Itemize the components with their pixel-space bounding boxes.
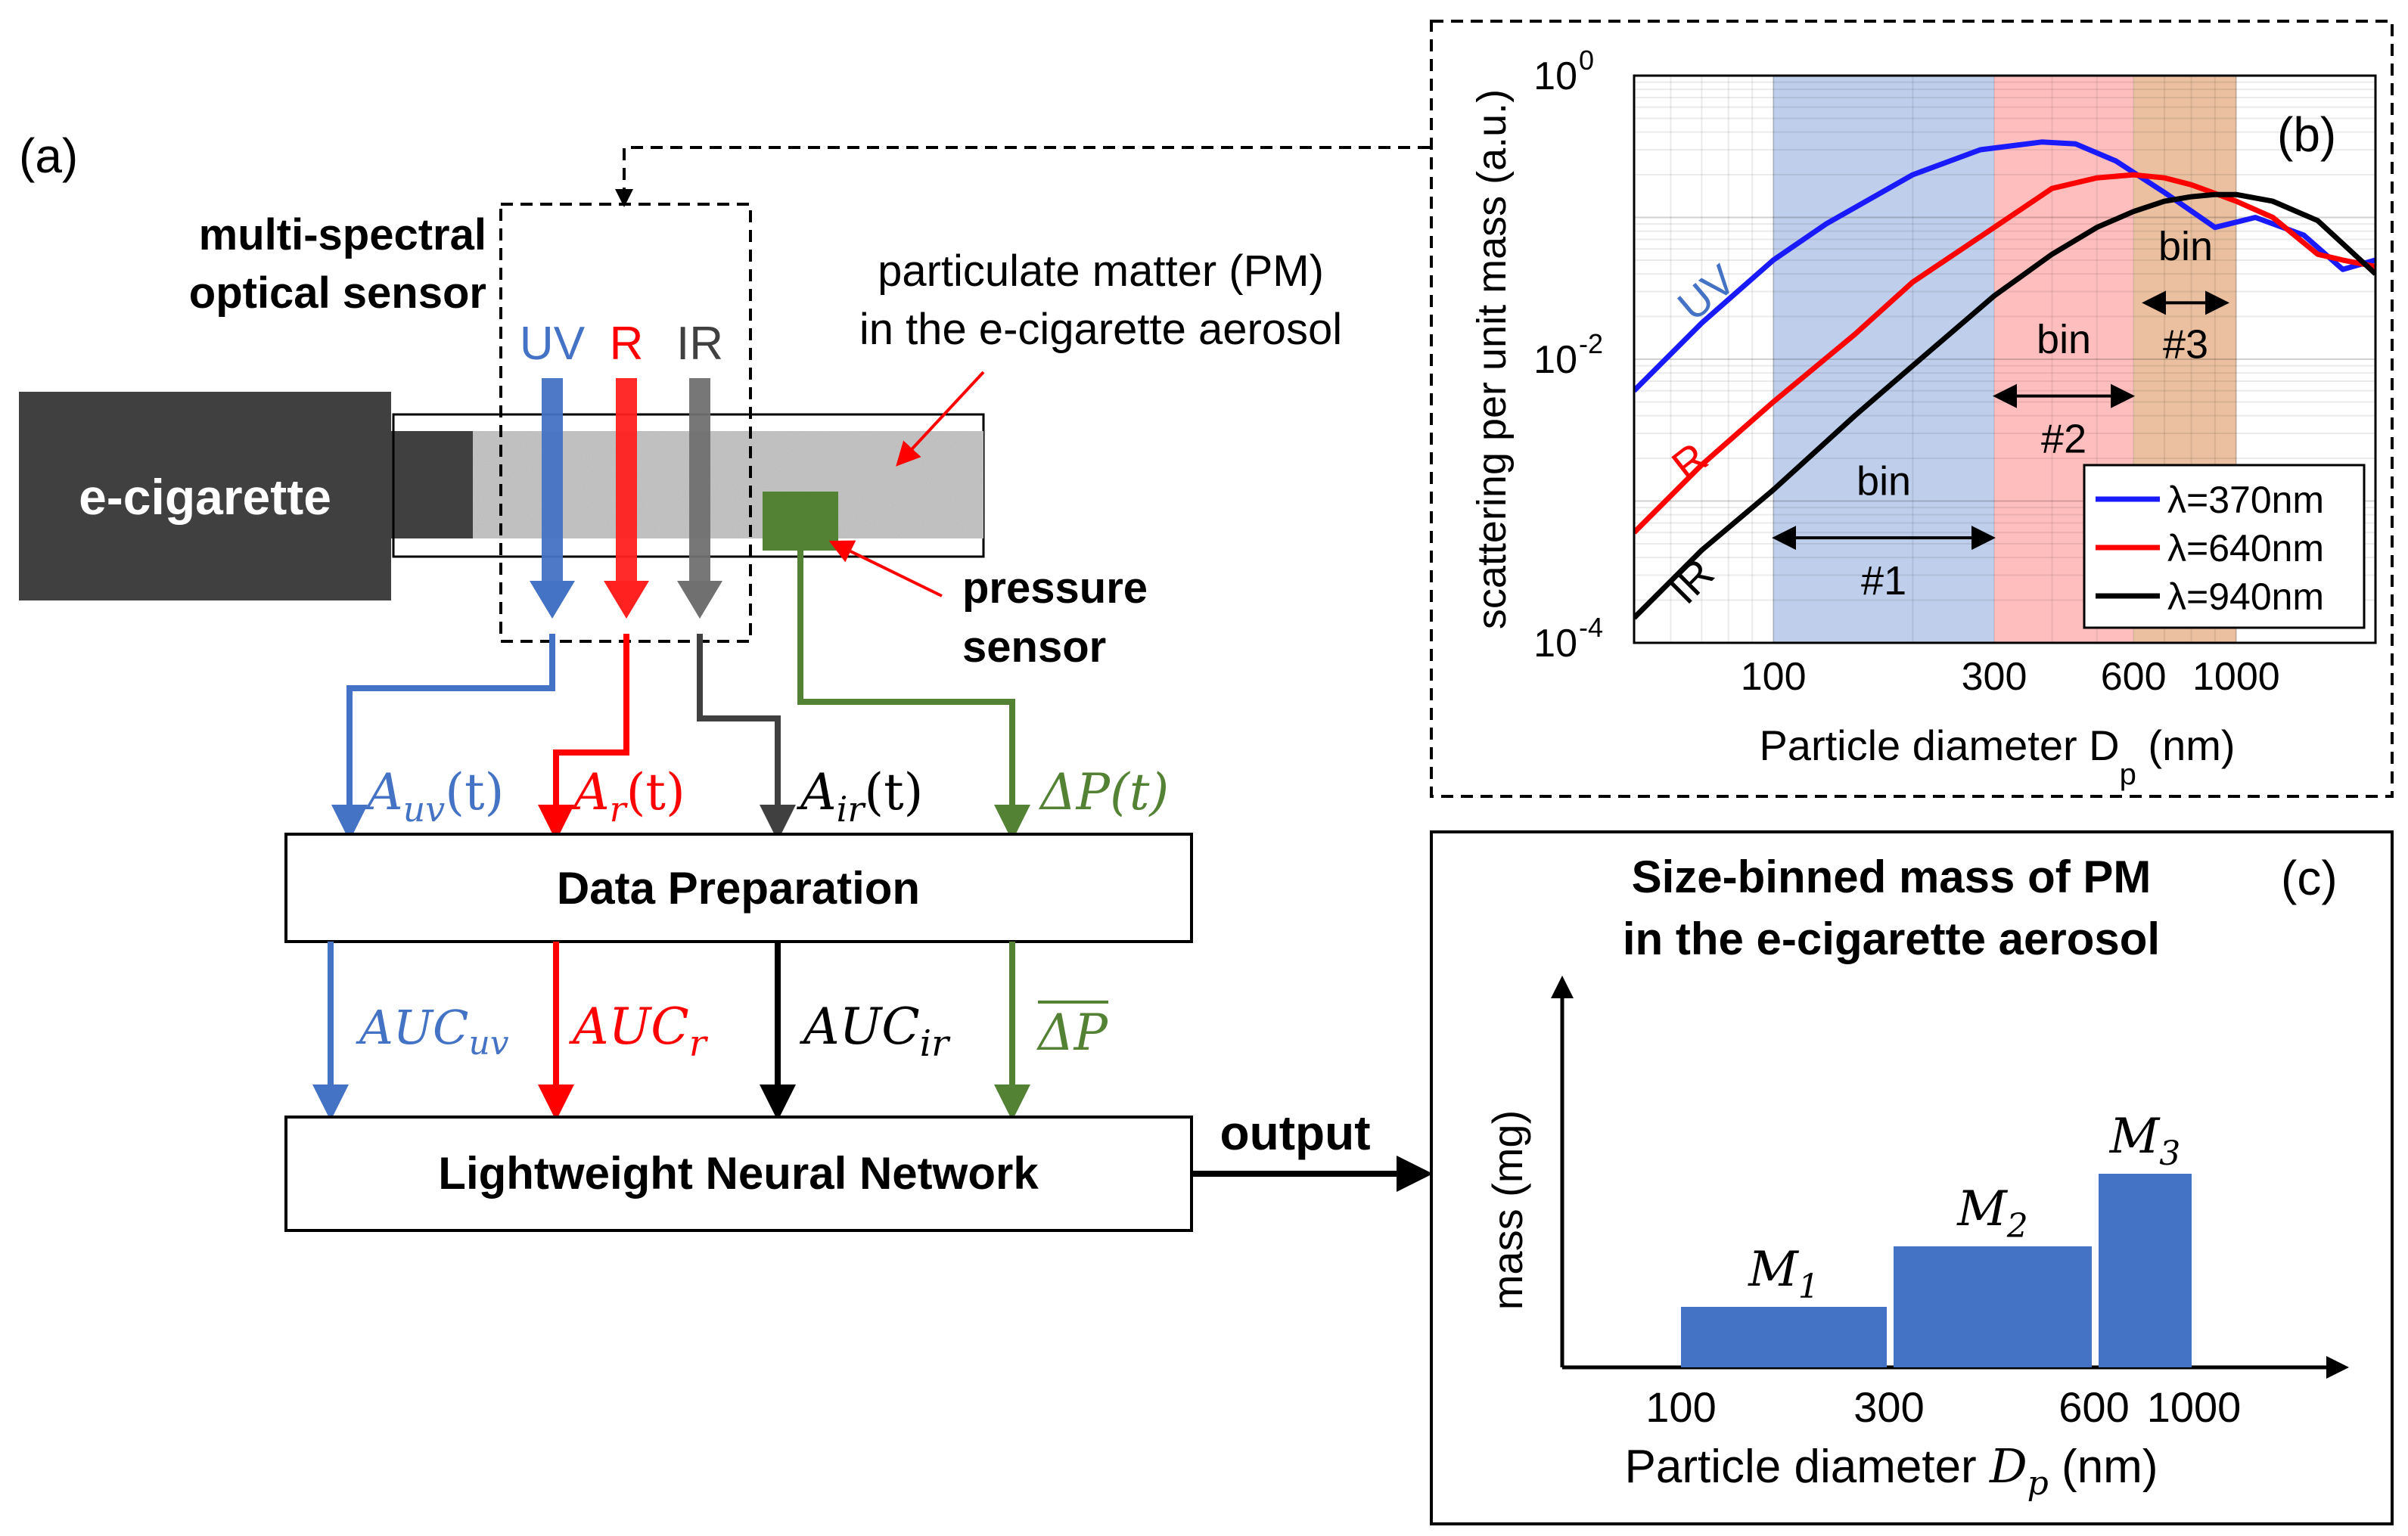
sensor-label-line1: multi-spectral bbox=[199, 210, 486, 259]
sig-r-label: Ar(t) bbox=[569, 763, 685, 830]
pressure-label-line2: sensor bbox=[962, 622, 1106, 672]
b-xtick-100: 100 bbox=[1741, 655, 1807, 699]
uv-signal-line bbox=[331, 634, 555, 841]
curve-label-uv: UV bbox=[1669, 255, 1745, 330]
bin-label-bottom-3: #3 bbox=[2163, 322, 2208, 368]
panel-b-label: (b) bbox=[2277, 107, 2336, 162]
ecig-body bbox=[19, 392, 391, 600]
b-ylabel: scattering per unit mass (a.u.) bbox=[1469, 89, 1515, 629]
pressure-label-line1: pressure bbox=[962, 563, 1148, 613]
b-axes-box bbox=[1633, 74, 2377, 644]
auc-uv-label: AUCuv bbox=[356, 1000, 509, 1063]
panel-a: (a) multi-spectral optical sensor e-ciga… bbox=[19, 129, 1433, 1232]
pressure-pointer bbox=[828, 540, 943, 597]
r-beam-arrow bbox=[604, 378, 649, 619]
bar-m1 bbox=[1681, 1307, 1887, 1367]
ecig-mouthpiece bbox=[391, 431, 473, 538]
b-legend: λ=370nm λ=640nm λ=940nm bbox=[2083, 464, 2366, 629]
panel-a-label: (a) bbox=[19, 129, 78, 183]
curves bbox=[1634, 139, 2375, 620]
c-xtick-300: 300 bbox=[1853, 1383, 1924, 1431]
nn-label: Lightweight Neural Network bbox=[438, 1148, 1039, 1199]
c-xtick-600: 600 bbox=[2058, 1383, 2129, 1431]
bar-label-m1: M1 bbox=[1748, 1242, 1819, 1306]
c-title-line2: in the e-cigarette aerosol bbox=[1623, 914, 2160, 964]
pressure-sensor bbox=[763, 492, 838, 551]
nn-box bbox=[284, 1116, 1193, 1232]
b-xlabel: Particle diameter Dp (nm) bbox=[1759, 721, 2235, 791]
b-xtick-1000: 1000 bbox=[2192, 655, 2280, 699]
panel-c: Size-binned mass of PM in the e-cigarett… bbox=[1430, 830, 2394, 1525]
sig-ir-label: Air(t) bbox=[796, 763, 923, 830]
pm-label-line2: in the e-cigarette aerosol bbox=[859, 305, 1342, 354]
b-ytick--4: 10 bbox=[1533, 622, 1577, 666]
bar-m2 bbox=[1894, 1246, 2092, 1367]
curve-label-ir: IR bbox=[1659, 549, 1723, 613]
b-ytick-exp--4: -4 bbox=[1579, 612, 1603, 643]
b-xtick-600: 600 bbox=[2101, 655, 2167, 699]
sig-uv-label: Auv(t) bbox=[362, 763, 504, 830]
c-xtick-100: 100 bbox=[1645, 1383, 1716, 1431]
r-label: R bbox=[610, 318, 644, 370]
ir-label: IR bbox=[676, 318, 723, 370]
bar-label-m3: M3 bbox=[2109, 1109, 2181, 1173]
dashed-connector bbox=[615, 146, 1430, 207]
b-ytick-0: 10 bbox=[1533, 54, 1577, 98]
sig-p-label: ΔP(t) bbox=[1038, 763, 1169, 821]
curve-ir bbox=[1634, 191, 2375, 620]
c-title-line1: Size-binned mass of PM bbox=[1632, 852, 2152, 902]
bin-label-top-2: bin bbox=[2037, 317, 2091, 362]
panel-c-border bbox=[1430, 830, 2394, 1525]
b-xtick-300: 300 bbox=[1962, 655, 2027, 699]
pm-label-line1: particulate matter (PM) bbox=[878, 247, 1324, 296]
pm-pointer bbox=[896, 371, 985, 467]
uv-label: UV bbox=[520, 318, 586, 370]
legend-label-3: λ=940nm bbox=[2167, 576, 2324, 618]
ecig-label: e-cigarette bbox=[79, 469, 331, 525]
legend-label-1: λ=370nm bbox=[2167, 479, 2324, 521]
mass-bar-chart: M1 M2 M3 100 300 600 1000 bbox=[1551, 976, 2349, 1431]
legend-label-2: λ=640nm bbox=[2167, 527, 2324, 569]
c-xtick-1000: 1000 bbox=[2147, 1383, 2242, 1431]
curve-r bbox=[1634, 172, 2375, 535]
ir-signal-line bbox=[697, 634, 796, 841]
bin-label-top-1: bin bbox=[1856, 459, 1911, 504]
sensor-label-line2: optical sensor bbox=[189, 268, 486, 318]
b-ytick--2: 10 bbox=[1533, 338, 1577, 382]
auc-r-label: AUCr bbox=[568, 998, 709, 1065]
bar-m3 bbox=[2099, 1174, 2192, 1367]
c-xlabel: Particle diameter Dp (nm) bbox=[1625, 1438, 2158, 1503]
data-prep-label: Data Preparation bbox=[557, 863, 920, 914]
bin-label-top-3: bin bbox=[2158, 224, 2213, 269]
ir-beam-arrow bbox=[677, 378, 722, 619]
uv-beam-arrow bbox=[530, 378, 575, 619]
bin-label-bottom-1: #1 bbox=[1861, 558, 1906, 604]
panel-c-label: (c) bbox=[2281, 851, 2338, 905]
bar-label-m2: M2 bbox=[1956, 1181, 2028, 1246]
c-ylabel: mass (mg) bbox=[1484, 1110, 1531, 1310]
output-label: output bbox=[1220, 1106, 1371, 1160]
r-signal-line bbox=[538, 634, 629, 841]
b-ytick-exp-0: 0 bbox=[1579, 45, 1594, 76]
auc-ir-label: AUCir bbox=[799, 998, 951, 1065]
data-prep-box bbox=[284, 833, 1193, 943]
p-bar-label: ΔP bbox=[1036, 1004, 1109, 1062]
p-signal-line bbox=[797, 551, 1030, 841]
panel-b-border bbox=[1430, 20, 2394, 798]
bin-label-bottom-2: #2 bbox=[2041, 417, 2086, 462]
b-ytick-exp--2: -2 bbox=[1579, 328, 1603, 359]
